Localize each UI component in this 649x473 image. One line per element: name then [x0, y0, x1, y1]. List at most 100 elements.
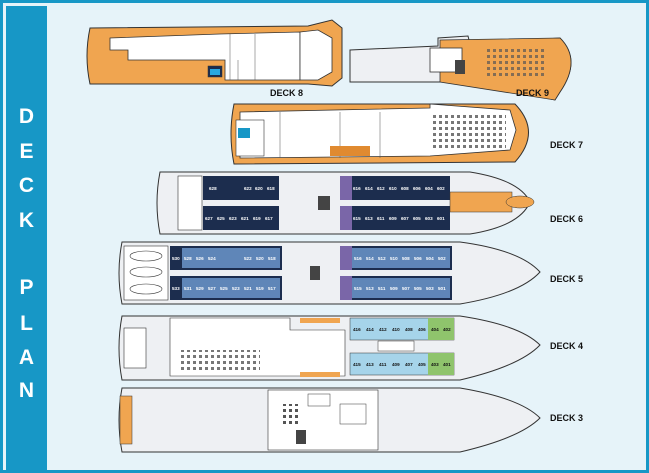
deck-7-pool: [238, 128, 250, 138]
deck-4-green-cabins-bottom: [428, 353, 454, 375]
title-letter: K: [18, 209, 35, 232]
cabin-number: 601: [437, 216, 445, 221]
cabin-number: 414: [366, 327, 374, 332]
cabin-number: 519: [256, 286, 264, 291]
deck-6-cabins-fwd-top: [340, 176, 450, 200]
cabin-number: 503: [426, 286, 434, 291]
deck-5-cabin-fill-bottom: [182, 278, 280, 298]
deck-6-suite-bottom: [340, 206, 352, 230]
cabin-number: 404: [431, 327, 439, 332]
deck-6-top-numbers: 628 622 620 618 616 614 612 610 608 606 …: [209, 186, 445, 191]
cabin-number: 606: [413, 186, 421, 191]
cabin-number: 516: [354, 256, 362, 261]
cabin-number: 609: [389, 216, 397, 221]
deck-7[interactable]: DECK 7: [230, 103, 583, 165]
deck-9[interactable]: DECK 9: [349, 35, 572, 101]
cabin-number: 530: [172, 256, 180, 261]
cabin-number: 502: [438, 256, 446, 261]
title-letter: E: [19, 140, 34, 163]
cabin-number: 514: [366, 256, 374, 261]
deck-4-restaurant-tables: [180, 350, 260, 372]
deck-6[interactable]: 628 622 620 618 616 614 612 610 608 606 …: [156, 171, 583, 235]
cabin-number: 611: [377, 216, 385, 221]
cabin-number: 603: [425, 216, 433, 221]
cabin-number: 505: [414, 286, 422, 291]
cabin-number: 614: [365, 186, 373, 191]
cabin-number: 608: [401, 186, 409, 191]
deck-8-bridge: [299, 29, 333, 81]
cabin-number: 508: [402, 256, 410, 261]
cabin-number: 408: [405, 327, 413, 332]
cabin-number: 610: [389, 186, 397, 191]
title-letter: A: [18, 346, 35, 369]
cabin-number: 410: [392, 327, 400, 332]
cabin-number: 506: [414, 256, 422, 261]
cabin-number: 527: [208, 286, 216, 291]
deck-8-superstructure: [109, 31, 301, 81]
deck-3-marina: [119, 395, 133, 445]
cabin-number: 625: [217, 216, 225, 221]
deck-3-stairs: [296, 430, 306, 444]
cabin-number: 607: [401, 216, 409, 221]
cabin-number: 622: [244, 186, 252, 191]
cabin-number: 405: [418, 362, 426, 367]
cabin-number: 403: [431, 362, 439, 367]
cabin-number: 411: [379, 362, 387, 367]
cabin-number: 525: [220, 286, 228, 291]
deck-3-office: [307, 393, 331, 407]
deck-4-strip-top: [300, 318, 340, 323]
deck-5-label: DECK 5: [550, 274, 583, 284]
cabin-number: 513: [366, 286, 374, 291]
deck-3[interactable]: DECK 3: [118, 387, 583, 453]
deck-5-cabin-fill-fwd-top: [352, 248, 450, 268]
deck-6-cabins-fwd-bottom: [340, 206, 450, 230]
deck-6-stairs: [318, 196, 330, 210]
deck-8-pool-water: [210, 69, 220, 75]
deck-5-cabin-fill-fwd-bottom: [352, 278, 450, 298]
cabin-number: 517: [268, 286, 276, 291]
title-letter: C: [18, 174, 35, 197]
deck-6-suite-top: [340, 176, 352, 200]
cabin-number: 501: [438, 286, 446, 291]
cabin-number: 523: [232, 286, 240, 291]
zodiac-icon: [129, 283, 163, 295]
deck-8[interactable]: DECK 8: [86, 19, 343, 98]
cabin-number: 509: [390, 286, 398, 291]
cabin-number: 620: [255, 186, 263, 191]
cabin-number: 613: [365, 216, 373, 221]
cabin-number: 512: [378, 256, 386, 261]
cabin-number: 617: [265, 216, 273, 221]
deck-8-label: DECK 8: [270, 88, 303, 98]
deck-9-stairs: [455, 60, 465, 74]
deck-5-bottom-numbers: 533 531 529 527 525 523 521 519 517 515 …: [172, 286, 446, 291]
title-letter: D: [18, 105, 35, 128]
deck-5[interactable]: 530 528 526 524 522 520 518 516 514 512 …: [118, 241, 583, 305]
cabin-number: 615: [353, 216, 361, 221]
cabin-number: 521: [244, 286, 252, 291]
cabin-number: 504: [426, 256, 434, 261]
deck-6-cabins-aft-top: [203, 176, 279, 200]
deck-4-aft-room: [123, 327, 147, 369]
deck-4-strip-bottom: [300, 372, 340, 377]
cabin-number: 409: [392, 362, 400, 367]
deck-5-top-numbers: 530 528 526 524 522 520 518 516 514 512 …: [172, 256, 446, 261]
deck-6-bow-deck: [449, 191, 513, 213]
deck-6-bow-platform: [505, 195, 535, 209]
cabin-number: 412: [379, 327, 387, 332]
deck-5-suite-top: [340, 246, 352, 270]
deck-9-loungers: [485, 48, 545, 78]
cabin-number: 520: [256, 256, 264, 261]
deck-3-room: [339, 403, 367, 425]
deck-4-green-cabins-top: [428, 318, 454, 340]
deck-4-bottom-numbers: 415 413 411 409 407 405 403 401: [353, 362, 451, 367]
cabin-number: 621: [241, 216, 249, 221]
deck-7-deck-strip: [330, 146, 370, 156]
cabin-number: 529: [196, 286, 204, 291]
cabin-number: 628: [209, 186, 217, 191]
deck-4[interactable]: 416 414 412 410 408 406 404 402 415 413 …: [118, 315, 583, 381]
cabin-number: 602: [437, 186, 445, 191]
title-letter: P: [19, 276, 34, 299]
zodiac-icon: [129, 266, 163, 278]
deck-7-label: DECK 7: [550, 140, 583, 150]
